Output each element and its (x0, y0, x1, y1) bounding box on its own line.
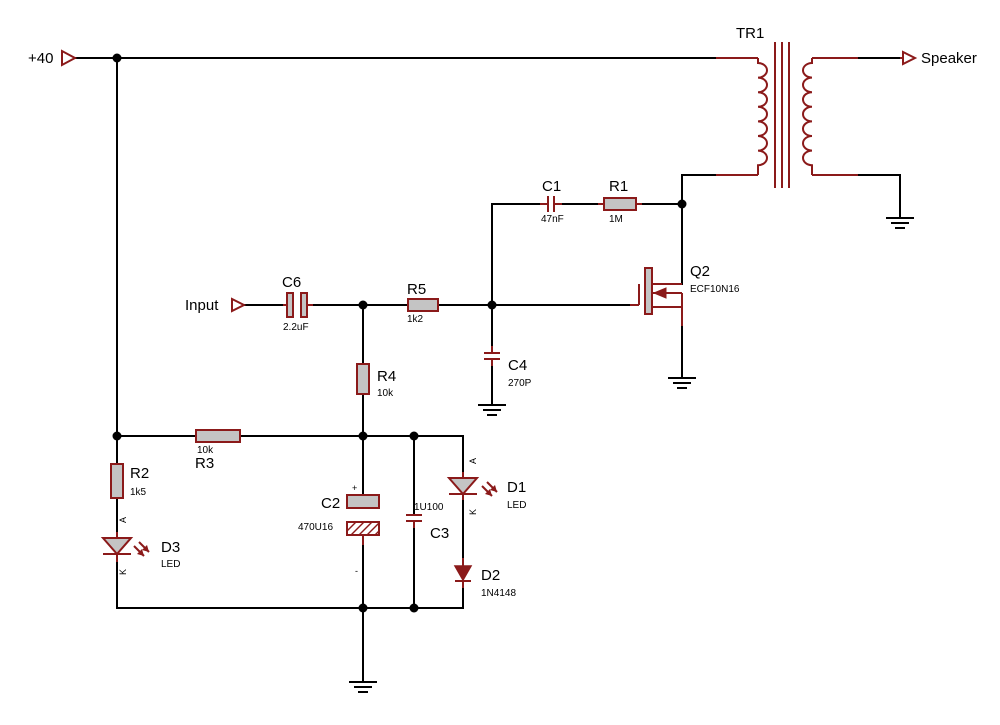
c4-value-label: 270P (508, 378, 532, 389)
r5-value-label: 1k2 (407, 314, 424, 325)
r2-value-label: 1k5 (130, 487, 147, 498)
junction-dot (409, 603, 419, 613)
c4-ref-label: C4 (508, 357, 527, 374)
d3-pin-k: K (118, 569, 128, 575)
junction-dot (112, 431, 122, 441)
capacitor-c3: 1U100 C3 (406, 502, 449, 542)
resistor-r1: R1 1M (598, 178, 642, 225)
ground-symbol (668, 377, 696, 389)
resistor-r2: R2 1k5 (110, 463, 149, 499)
r2-ref-label: R2 (130, 465, 149, 482)
tr1-ref-label: TR1 (736, 25, 764, 42)
capacitor-c4: C4 270P (484, 346, 532, 389)
r1-value-label: 1M (609, 214, 623, 225)
d1-ref-label: D1 (507, 479, 526, 496)
r3-ref-label: R3 (195, 455, 214, 472)
transformer-tr1: TR1 (716, 25, 858, 188)
q2-value-label: ECF10N16 (690, 284, 740, 295)
led-d1: A K D1 LED (446, 458, 526, 515)
ground-symbol (349, 681, 377, 693)
d2-ref-label: D2 (481, 567, 500, 584)
junction-dot (358, 603, 368, 613)
c6-ref-label: C6 (282, 274, 301, 291)
terminal-input: Input (185, 297, 247, 314)
terminal-input-label: Input (185, 297, 219, 314)
d1-pin-k: K (468, 509, 478, 515)
junction-dot (409, 431, 419, 441)
d1-value-label: LED (507, 500, 526, 511)
r5-ref-label: R5 (407, 281, 426, 298)
terminal-supply: +40 (28, 49, 78, 67)
d2-value-label: 1N4148 (481, 588, 516, 599)
junction-dot (358, 431, 368, 441)
r4-ref-label: R4 (377, 368, 396, 385)
d3-pin-a: A (118, 517, 128, 523)
ground-symbol (886, 217, 914, 229)
diode-d2: D2 1N4148 (453, 558, 516, 599)
r3-value-label: 10k (197, 445, 214, 456)
r1-ref-label: R1 (609, 178, 628, 195)
junctions (112, 53, 687, 613)
led-d3: A K D3 LED (100, 517, 180, 575)
junction-dot (487, 300, 497, 310)
c3-value-label: 1U100 (414, 502, 444, 513)
d3-ref-label: D3 (161, 539, 180, 556)
c1-value-label: 47nF (541, 214, 564, 225)
resistor-r4: R4 10k (356, 363, 396, 399)
r4-value-label: 10k (377, 388, 394, 399)
capacitor-c2: + - C2 470U16 (298, 483, 380, 576)
c6-value-label: 2.2uF (283, 322, 309, 333)
junction-dot (677, 199, 687, 209)
d1-pin-a: A (468, 458, 478, 464)
wires (74, 57, 901, 681)
terminal-supply-label: +40 (28, 50, 53, 67)
terminal-speaker: Speaker (900, 50, 977, 67)
junction-dot (358, 300, 368, 310)
q2-ref-label: Q2 (690, 263, 710, 280)
c2-value-label: 470U16 (298, 522, 333, 533)
resistor-r5: R5 1k2 (407, 281, 439, 325)
mosfet-q2: Q2 ECF10N16 (630, 263, 740, 326)
c2-ref-label: C2 (321, 495, 340, 512)
c1-ref-label: C1 (542, 178, 561, 195)
resistor-r3: 10k R3 (195, 429, 241, 472)
ground-symbol (478, 404, 506, 416)
capacitor-c6: C6 2.2uF (282, 274, 313, 333)
c3-ref-label: C3 (430, 525, 449, 542)
c2-minus-marker: - (355, 566, 358, 576)
capacitor-c1: C1 47nF (540, 178, 564, 225)
junction-dot (112, 53, 122, 63)
c2-plus-marker: + (352, 483, 357, 493)
d3-value-label: LED (161, 559, 180, 570)
terminal-speaker-label: Speaker (921, 50, 977, 67)
